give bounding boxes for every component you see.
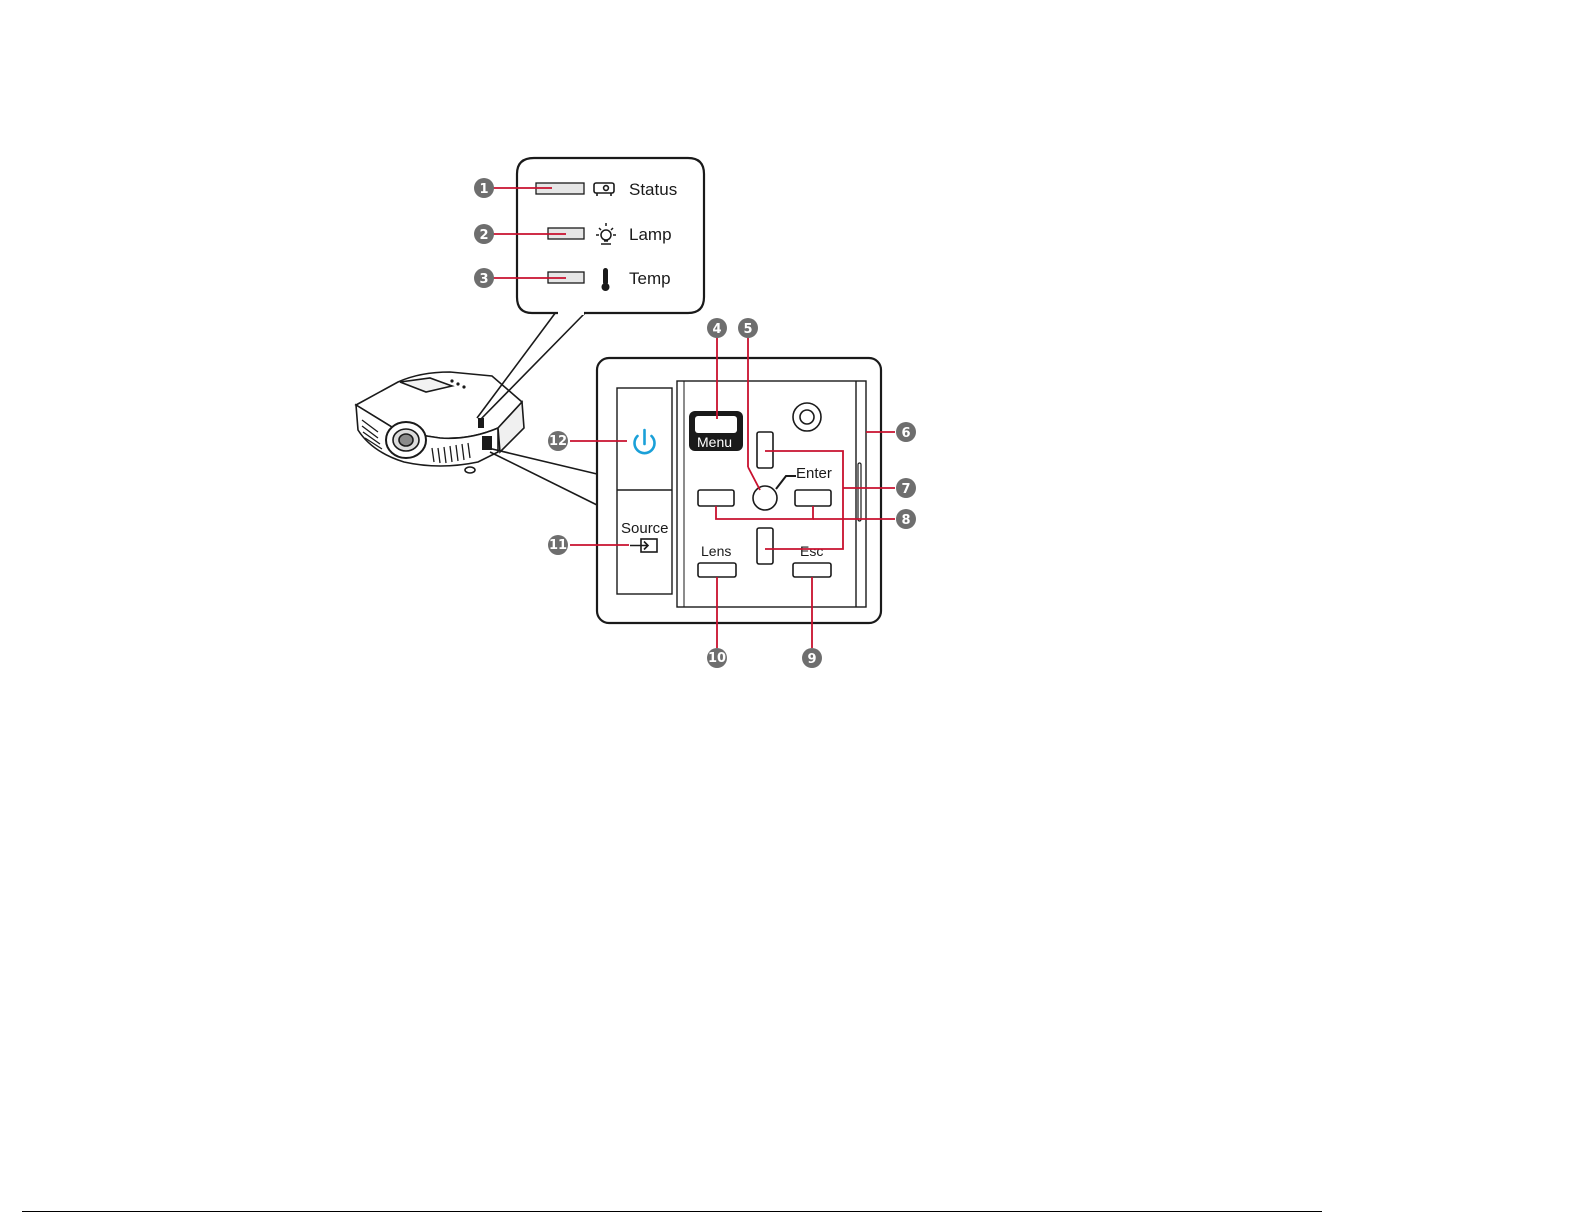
svg-text:6: 6: [901, 426, 910, 441]
esc-label: Esc: [800, 543, 823, 559]
callout-5: 5: [738, 318, 758, 338]
callout-10: 10: [707, 648, 727, 668]
power-button[interactable]: [617, 388, 672, 490]
enter-label: Enter: [796, 465, 832, 482]
svg-text:12: 12: [549, 434, 567, 449]
svg-text:11: 11: [549, 538, 567, 553]
callout-4: 4: [707, 318, 727, 338]
callout-3: 3: [474, 268, 494, 288]
menu-label: Menu: [697, 434, 732, 450]
svg-text:8: 8: [901, 513, 910, 528]
page-bottom-rule: [22, 1211, 1322, 1212]
callout-11: 11: [548, 535, 568, 555]
indicator-panel: Status Lamp Temp: [517, 158, 704, 313]
callout-9: 9: [802, 648, 822, 668]
menu-button[interactable]: Menu: [689, 411, 743, 451]
svg-text:1: 1: [479, 182, 488, 197]
svg-text:10: 10: [708, 651, 726, 666]
left-arrow-button[interactable]: [698, 490, 734, 506]
lamp-label: Lamp: [629, 225, 672, 244]
svg-text:9: 9: [807, 652, 816, 667]
control-panel-edge: [858, 463, 861, 521]
svg-text:4: 4: [712, 322, 721, 337]
svg-text:5: 5: [743, 322, 752, 337]
temp-label: Temp: [629, 269, 671, 288]
callout-7: 7: [896, 478, 916, 498]
status-label: Status: [629, 180, 677, 199]
callout-8: 8: [896, 509, 916, 529]
lens-label: Lens: [701, 543, 731, 559]
up-arrow-button[interactable]: [757, 432, 773, 468]
right-arrow-button[interactable]: [795, 490, 831, 506]
projector-illustration: [356, 372, 524, 473]
callout-6: 6: [896, 422, 916, 442]
callout-12: 12: [548, 431, 568, 451]
down-arrow-button[interactable]: [757, 528, 773, 564]
svg-text:7: 7: [901, 482, 910, 497]
callout-1: 1: [474, 178, 494, 198]
control-panel: Source Menu: [597, 358, 881, 623]
callout-2: 2: [474, 224, 494, 244]
svg-text:2: 2: [479, 228, 488, 243]
svg-text:3: 3: [479, 272, 488, 287]
source-label: Source: [621, 520, 669, 537]
